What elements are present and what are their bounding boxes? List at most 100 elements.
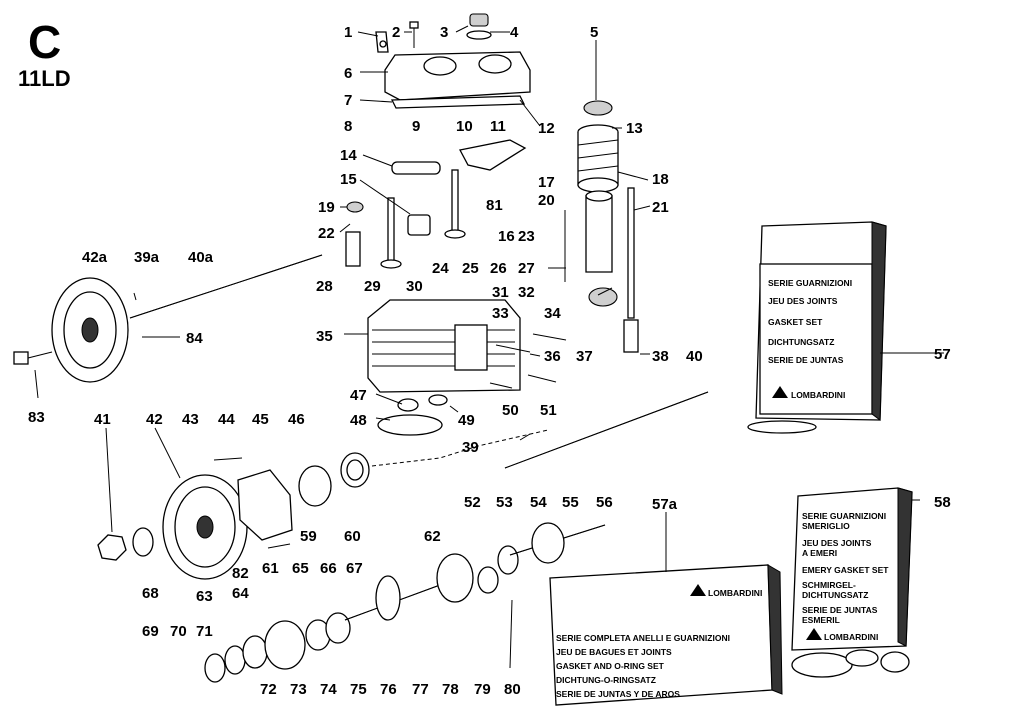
svg-text:52: 52	[464, 494, 481, 511]
svg-text:DICHTUNGSATZ: DICHTUNGSATZ	[802, 590, 868, 600]
svg-text:42: 42	[146, 411, 163, 428]
svg-text:35: 35	[316, 328, 333, 345]
svg-text:76: 76	[380, 681, 397, 698]
gasket-ring	[377, 394, 448, 436]
svg-text:4: 4	[510, 24, 519, 41]
svg-text:SERIE COMPLETA ANELLI E GUARNI: SERIE COMPLETA ANELLI E GUARNIZIONI	[556, 633, 730, 643]
svg-text:7: 7	[344, 92, 352, 109]
stud-3	[489, 382, 513, 389]
svg-text:50: 50	[502, 402, 519, 419]
svg-text:18: 18	[652, 171, 669, 188]
svg-text:SMERIGLIO: SMERIGLIO	[802, 521, 850, 531]
cam-gear	[51, 277, 129, 383]
camshaft-lower	[504, 391, 709, 469]
svg-text:19: 19	[318, 199, 335, 216]
washer	[132, 527, 154, 557]
valve-spring	[577, 124, 619, 193]
valve-guide	[345, 231, 361, 267]
small-gear	[298, 465, 332, 507]
svg-text:42a: 42a	[82, 249, 108, 266]
svg-text:LOMBARDINI: LOMBARDINI	[791, 390, 845, 400]
svg-text:16: 16	[498, 228, 515, 245]
screw-61	[267, 543, 291, 549]
model-code: 11LD	[18, 66, 71, 91]
svg-text:DICHTUNG-O-RINGSATZ: DICHTUNG-O-RINGSATZ	[556, 675, 656, 685]
camshaft-upper	[129, 254, 323, 319]
svg-text:29: 29	[364, 278, 381, 295]
svg-text:31: 31	[492, 284, 509, 301]
svg-text:82: 82	[232, 565, 249, 582]
svg-text:36: 36	[544, 348, 561, 365]
svg-text:6: 6	[344, 65, 352, 82]
svg-text:63: 63	[196, 588, 213, 605]
leader-lines	[34, 25, 944, 669]
crank-parts	[204, 522, 606, 683]
bracket	[375, 31, 389, 53]
svg-text:GASKET SET: GASKET SET	[768, 317, 823, 327]
pump-housing	[237, 469, 293, 541]
svg-text:54: 54	[530, 494, 547, 511]
svg-text:73: 73	[290, 681, 307, 698]
svg-text:LOMBARDINI: LOMBARDINI	[824, 632, 878, 642]
screw-43	[213, 457, 243, 461]
svg-text:GASKET AND O-RING SET: GASKET AND O-RING SET	[556, 661, 665, 671]
svg-text:30: 30	[406, 278, 423, 295]
gear-bolt	[13, 351, 53, 365]
cylinder-head	[367, 299, 521, 393]
svg-text:SERIE DE JUNTAS: SERIE DE JUNTAS	[802, 605, 878, 615]
svg-text:22: 22	[318, 225, 335, 242]
svg-text:75: 75	[350, 681, 367, 698]
svg-text:53: 53	[496, 494, 513, 511]
rocker-cover	[384, 51, 531, 109]
svg-text:28: 28	[316, 278, 333, 295]
svg-text:43: 43	[182, 411, 199, 428]
svg-text:JEU DE BAGUES ET JOINTS: JEU DE BAGUES ET JOINTS	[556, 647, 672, 657]
oring-set-box: LOMBARDINI SERIE COMPLETA ANELLI E GUARN…	[549, 564, 783, 706]
valve-2	[444, 169, 466, 239]
svg-text:77: 77	[412, 681, 429, 698]
svg-text:67: 67	[346, 560, 363, 577]
svg-text:1: 1	[344, 24, 352, 41]
svg-text:68: 68	[142, 585, 159, 602]
valve	[380, 197, 402, 269]
svg-text:12: 12	[538, 120, 555, 137]
svg-text:72: 72	[260, 681, 277, 698]
svg-text:46: 46	[288, 411, 305, 428]
svg-text:8: 8	[344, 118, 352, 135]
stud	[532, 333, 567, 341]
svg-text:ESMERIL: ESMERIL	[802, 615, 840, 625]
svg-text:59: 59	[300, 528, 317, 545]
svg-text:DICHTUNGSATZ: DICHTUNGSATZ	[768, 337, 834, 347]
svg-text:74: 74	[320, 681, 337, 698]
svg-text:13: 13	[626, 120, 643, 137]
push-rod-tube	[585, 190, 613, 273]
svg-text:39: 39	[462, 439, 479, 456]
svg-text:SERIE GUARNIZIONI: SERIE GUARNIZIONI	[802, 511, 886, 521]
emery-set-box: SERIE GUARNIZIONI SMERIGLIO JEU DES JOIN…	[791, 487, 913, 651]
svg-text:71: 71	[196, 623, 213, 640]
svg-text:9: 9	[412, 118, 420, 135]
svg-text:62: 62	[424, 528, 441, 545]
svg-text:15: 15	[340, 171, 357, 188]
svg-text:JEU DES JOINTS: JEU DES JOINTS	[768, 296, 838, 306]
svg-text:66: 66	[320, 560, 337, 577]
svg-text:SERIE DE JUNTAS: SERIE DE JUNTAS	[768, 355, 844, 365]
svg-text:34: 34	[544, 305, 561, 322]
bushing	[340, 452, 370, 488]
svg-text:84: 84	[186, 330, 203, 347]
section-letter: C	[28, 16, 61, 68]
svg-text:25: 25	[462, 260, 479, 277]
svg-text:14: 14	[340, 147, 357, 164]
svg-text:81: 81	[486, 197, 503, 214]
svg-text:57a: 57a	[652, 496, 678, 513]
stud-2	[495, 344, 531, 353]
svg-text:47: 47	[350, 387, 367, 404]
svg-text:SERIE DE JUNTAS Y DE AROS: SERIE DE JUNTAS Y DE AROS	[556, 689, 680, 699]
svg-text:37: 37	[576, 348, 593, 365]
svg-text:40: 40	[686, 348, 703, 365]
svg-text:SCHMIRGEL-: SCHMIRGEL-	[802, 580, 856, 590]
svg-text:EMERY GASKET SET: EMERY GASKET SET	[802, 565, 889, 575]
svg-text:5: 5	[590, 24, 598, 41]
svg-text:10: 10	[456, 118, 473, 135]
svg-text:3: 3	[440, 24, 448, 41]
